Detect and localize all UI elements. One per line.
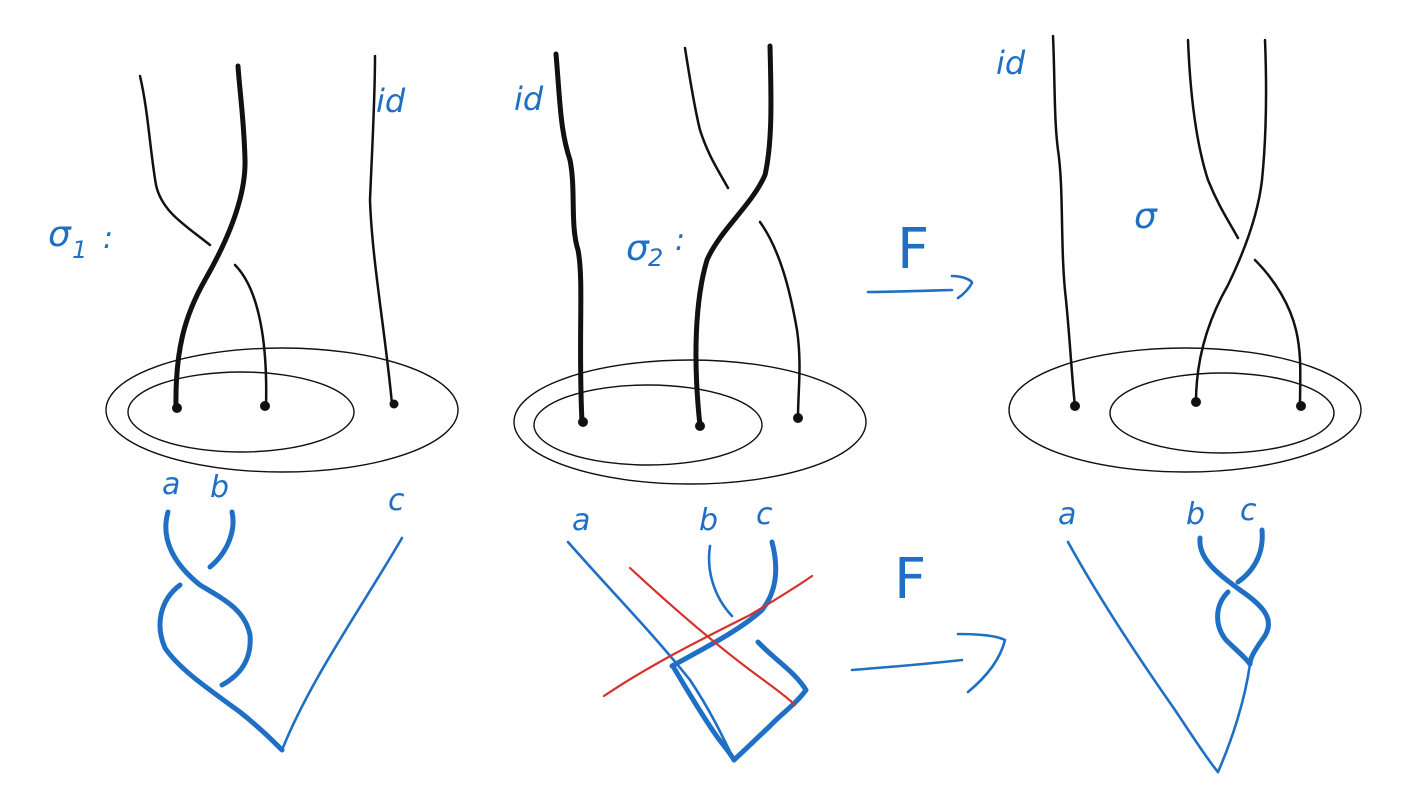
panel2-tree-b-strand bbox=[707, 544, 734, 618]
panel2-inner-disc bbox=[533, 384, 763, 466]
bottom-arrow-head bbox=[956, 632, 1007, 694]
panel3-point-c bbox=[1296, 401, 1306, 411]
panel1-tree-c-branch bbox=[280, 536, 404, 752]
panel2-point-a bbox=[578, 417, 588, 427]
panel3-strand-id bbox=[1051, 34, 1077, 408]
panel3-leaf-a-label: a bbox=[1058, 497, 1076, 532]
panel-2: id σ 2 : a b c bbox=[513, 43, 867, 763]
panel2-point-b bbox=[695, 421, 705, 431]
panel2-tree-left-leg bbox=[671, 665, 737, 763]
panel2-colon: : bbox=[675, 223, 685, 258]
functor-arrows: F F bbox=[850, 217, 1007, 694]
panel1-id-label: id bbox=[376, 82, 406, 120]
panel1-point-c bbox=[389, 399, 399, 409]
panel3-tree-root bbox=[1216, 662, 1252, 774]
panel1-tree-b-strand bbox=[207, 509, 236, 570]
top-arrow-shaft bbox=[866, 288, 954, 294]
panel3-point-a bbox=[1070, 401, 1080, 411]
panel2-leaf-a-label: a bbox=[572, 503, 590, 538]
panel-3: id σ a b c bbox=[996, 34, 1362, 774]
panel1-sigma-subscript: 1 bbox=[72, 236, 87, 264]
panel1-point-b bbox=[260, 401, 270, 411]
panel3-tree-b-strand bbox=[1197, 535, 1271, 667]
panel2-outer-disc bbox=[513, 359, 867, 485]
top-arrow-head bbox=[950, 274, 974, 300]
panel2-sigma-subscript: 2 bbox=[648, 244, 663, 272]
panel3-strand-over bbox=[1194, 38, 1268, 404]
bottom-arrow-shaft bbox=[850, 658, 964, 672]
panel3-strand-upper-left bbox=[1186, 38, 1240, 240]
panel3-leaf-b-label: b bbox=[1186, 497, 1205, 532]
panel3-sigma-label: σ bbox=[1134, 196, 1158, 237]
panel1-strand-under-lower bbox=[233, 263, 268, 408]
panel3-tree-c-strand bbox=[1235, 527, 1265, 585]
panel2-tree-c-strand bbox=[669, 539, 779, 669]
panel2-red-strike-2 bbox=[602, 574, 814, 698]
panel3-point-b bbox=[1191, 397, 1201, 407]
panel3-tree-loop-left bbox=[1215, 589, 1253, 667]
panel2-tree-a-branch bbox=[566, 540, 736, 762]
panel2-leaf-b-label: b bbox=[699, 503, 718, 538]
panel1-sigma-label: σ bbox=[48, 214, 72, 255]
panel1-tree-twist-loop bbox=[157, 582, 285, 753]
panel3-strand-under-lower bbox=[1253, 258, 1302, 407]
panel3-id-label: id bbox=[996, 44, 1026, 82]
panel2-strand-upper-left bbox=[683, 46, 730, 190]
bottom-arrow-label: F bbox=[894, 547, 926, 612]
panel1-strand-id bbox=[368, 54, 394, 406]
panel2-leaf-c-label: c bbox=[756, 497, 773, 532]
panel1-colon: : bbox=[103, 221, 113, 256]
top-arrow-label: F bbox=[897, 217, 929, 282]
panel-1: σ 1 : id a b c bbox=[48, 54, 459, 753]
panel1-tree-left-arc bbox=[163, 509, 253, 688]
panel3-inner-disc bbox=[1109, 372, 1335, 454]
panel2-strand-id bbox=[553, 51, 585, 425]
panel3-tree-a-branch bbox=[1066, 540, 1220, 774]
panel2-tree-right-leg bbox=[731, 639, 809, 763]
panel1-leaf-c-label: c bbox=[388, 483, 405, 518]
panel1-outer-disc bbox=[105, 347, 459, 473]
panel1-strand-left-upper bbox=[138, 74, 212, 247]
panel1-leaf-b-label: b bbox=[210, 470, 229, 505]
panel2-sigma-label: σ bbox=[626, 228, 650, 269]
panel1-strand-over bbox=[173, 63, 248, 411]
panel2-strand-under-lower bbox=[758, 220, 801, 420]
panel2-id-label: id bbox=[514, 80, 544, 118]
panel2-point-c bbox=[793, 413, 803, 423]
panel2-red-strike-1 bbox=[628, 566, 797, 707]
panel3-outer-disc bbox=[1008, 347, 1362, 473]
panel1-leaf-a-label: a bbox=[162, 467, 180, 502]
panel3-leaf-c-label: c bbox=[1240, 493, 1257, 528]
panel2-strand-over bbox=[693, 43, 774, 429]
panel1-point-a bbox=[172, 403, 182, 413]
panel1-inner-disc bbox=[127, 371, 355, 453]
